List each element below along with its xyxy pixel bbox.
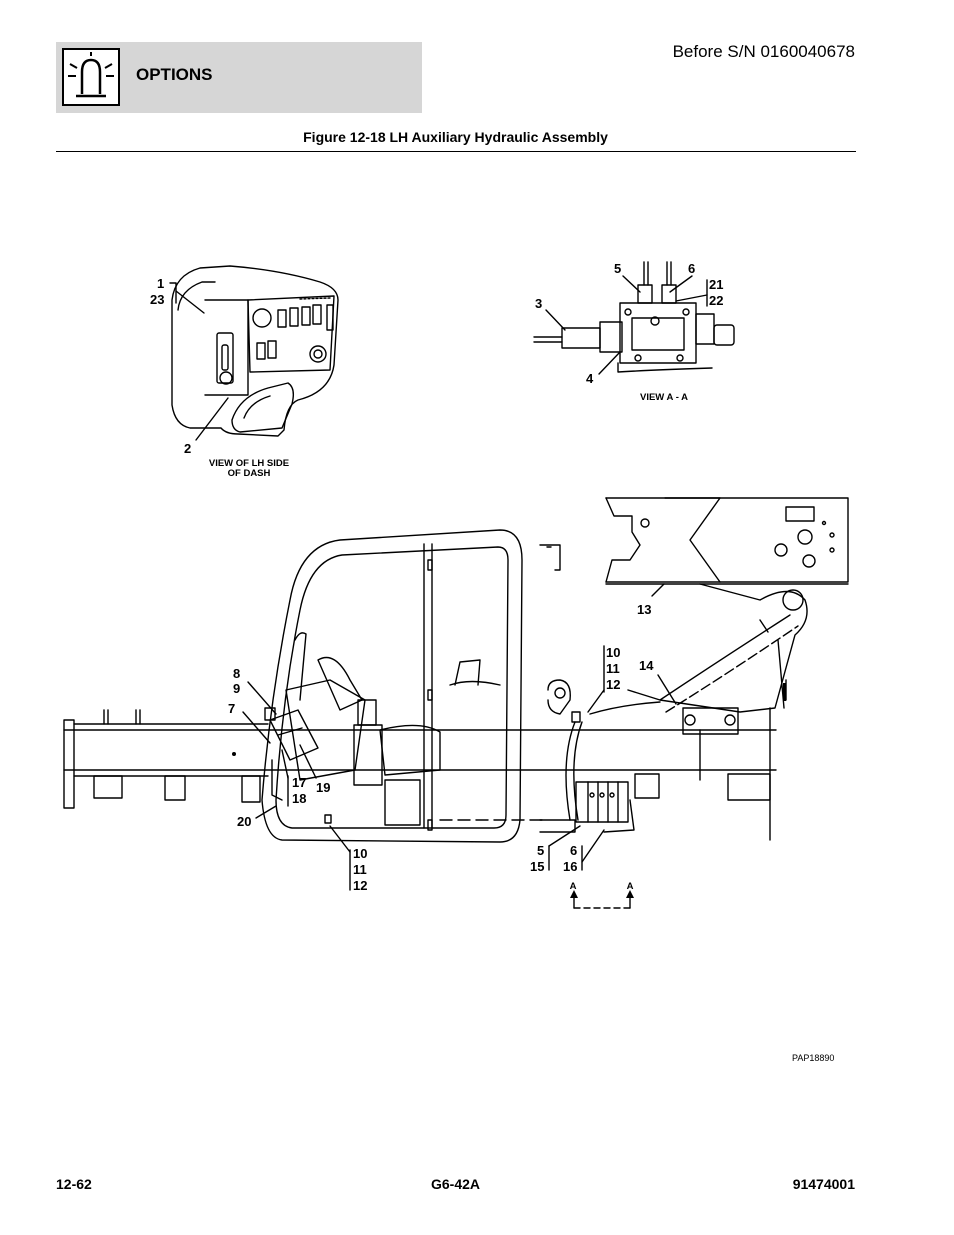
callout-7: 7 xyxy=(228,701,235,716)
machine-side-view xyxy=(63,497,849,909)
callout-4: 4 xyxy=(586,371,594,386)
view-aa-caption: VIEW A - A xyxy=(640,392,688,403)
callout-12-upper: 12 xyxy=(606,677,620,692)
callout-16: 16 xyxy=(563,859,577,874)
callout-12-lower: 12 xyxy=(353,878,367,893)
callout-8: 8 xyxy=(233,666,240,681)
callout-13: 13 xyxy=(637,602,651,617)
callout-19: 19 xyxy=(316,780,330,795)
callout-6-top: 6 xyxy=(688,261,695,276)
lamp-options-icon xyxy=(62,48,120,106)
model-number: G6-42A xyxy=(430,1176,481,1192)
callout-10-upper: 10 xyxy=(606,645,620,660)
callout-6: 6 xyxy=(570,843,577,858)
callout-22: 22 xyxy=(709,293,723,308)
callout-10-lower: 10 xyxy=(353,846,367,861)
callout-11-upper: 11 xyxy=(606,661,620,676)
callout-5: 5 xyxy=(537,843,544,858)
callout-14: 14 xyxy=(639,658,654,673)
manual-number: 91474001 xyxy=(792,1176,855,1192)
serial-note: Before S/N 0160040678 xyxy=(672,42,855,61)
dash-view-caption-line1: VIEW OF LH SIDE xyxy=(209,458,289,469)
callout-11-lower: 11 xyxy=(353,862,367,877)
callout-5-top: 5 xyxy=(614,261,621,276)
callout-17: 17 xyxy=(292,775,306,790)
page-number: 12-62 xyxy=(56,1176,92,1192)
section-label: OPTIONS xyxy=(136,65,213,84)
callout-18: 18 xyxy=(292,791,306,806)
callout-21: 21 xyxy=(709,277,723,292)
callout-9: 9 xyxy=(233,681,240,696)
callout-2: 2 xyxy=(184,441,191,456)
callout-3: 3 xyxy=(535,296,542,311)
dash-view-caption-line2: OF DASH xyxy=(228,468,271,479)
callout-20: 20 xyxy=(237,814,251,829)
header-rule xyxy=(56,151,856,152)
figure-title: Figure 12-18 LH Auxiliary Hydraulic Asse… xyxy=(303,129,608,145)
view-aa-illustration xyxy=(533,261,735,375)
callout-23: 23 xyxy=(150,292,164,307)
dash-view-illustration xyxy=(169,265,339,441)
section-marker-a-right: A xyxy=(627,881,634,892)
callout-15: 15 xyxy=(530,859,544,874)
callout-1: 1 xyxy=(157,276,164,291)
drawing-id: PAP18890 xyxy=(792,1053,834,1063)
section-marker-a-left: A xyxy=(570,881,577,892)
